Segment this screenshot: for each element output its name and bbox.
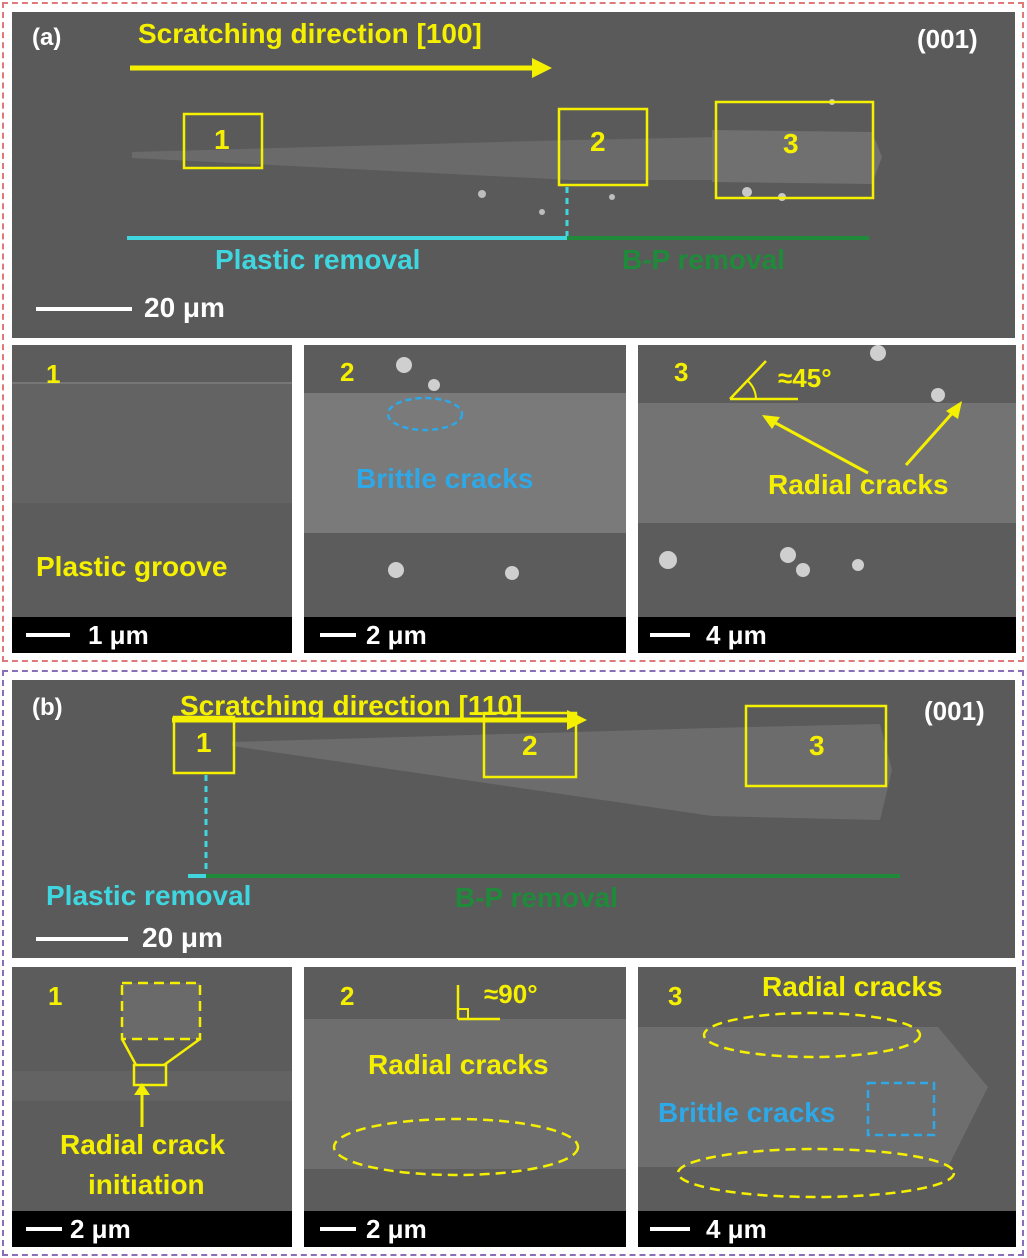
- panel-b-frame: [2, 670, 1024, 1256]
- panel-a-sub1-graphics: [12, 382, 292, 503]
- panel-b-title: Scratching direction [110]: [180, 690, 523, 721]
- panel-a-sub3-scale: 4 μm: [706, 620, 767, 650]
- panel-b-box-3-label: 3: [809, 730, 825, 761]
- panel-b-scale-label: 20 μm: [142, 922, 223, 953]
- panel-a-sub3-number: 3: [674, 357, 689, 387]
- panel-b-sub1-scalebar: 2 μm: [12, 1211, 292, 1247]
- panel-b-sub1-image: 1 Radial crack initiation 2 μm: [12, 967, 292, 1247]
- panel-a-sub1-caption: Plastic groove: [36, 551, 228, 582]
- panel-b-label: (b): [32, 694, 63, 721]
- panel-a-orientation: (001): [917, 24, 978, 54]
- panel-a-sub2-image: 2 Brittle cracks 2 μm: [304, 345, 626, 653]
- panel-a-sub1-scalebar: 1 μm: [12, 617, 292, 653]
- panel-b-sub3-graphics: [638, 1011, 988, 1199]
- panel-b-sub1-graphics: [12, 981, 292, 1127]
- panel-b-sub3-caption-top: Radial cracks: [762, 971, 943, 1002]
- panel-b-bp-removal: B-P removal: [455, 882, 618, 913]
- panel-b-sub2-number: 2: [340, 981, 355, 1011]
- panel-a-box-2-label: 2: [590, 126, 606, 157]
- panel-a-sub2-scale: 2 μm: [366, 620, 427, 650]
- panel-a-sub3-caption: Radial cracks: [768, 469, 949, 500]
- panel-a-label: (a): [32, 24, 62, 51]
- panel-b-overview-graphics: [36, 704, 900, 941]
- panel-a-sub1-image: 1 Plastic groove 1 μm: [12, 345, 292, 653]
- panel-b-box-2-label: 2: [522, 730, 538, 761]
- panel-b-sub3-scalebar: 4 μm: [638, 1211, 1016, 1247]
- panel-a-sub2-graphics: [304, 357, 626, 580]
- panel-a-sub3-scalebar: 4 μm: [638, 617, 1016, 653]
- panel-a-sub1-number: 1: [46, 359, 61, 389]
- panel-a-sub1-scale: 1 μm: [88, 620, 149, 650]
- panel-b-sub3-image: 3 Radial cracks Brittle cracks 4 μm: [638, 967, 1016, 1247]
- panel-b-sub2-angle: ≈90°: [484, 979, 538, 1009]
- panel-b-sub2-image: 2 ≈90° Radial cracks 2 μm: [304, 967, 626, 1247]
- panel-b-orientation: (001): [924, 696, 985, 726]
- panel-b-sub2-caption: Radial cracks: [368, 1049, 549, 1080]
- panel-a-scale-label: 20 μm: [144, 292, 225, 323]
- panel-b-sub3-scale: 4 μm: [706, 1214, 767, 1244]
- panel-a-sub3-angle: ≈45°: [778, 363, 832, 393]
- panel-b-sub1-caption-line2: initiation: [88, 1169, 205, 1200]
- panel-b-plastic-removal: Plastic removal: [46, 880, 252, 911]
- panel-a-sub2-scalebar: 2 μm: [304, 617, 626, 653]
- panel-b-sub3-number: 3: [668, 981, 683, 1011]
- panel-a-sub2-number: 2: [340, 357, 355, 387]
- panel-a-box-1-label: 1: [214, 124, 230, 155]
- panel-b-sub2-scalebar: 2 μm: [304, 1211, 626, 1247]
- panel-b-sub1-number: 1: [48, 981, 63, 1011]
- panel-a-overview-image: (a) Scratching direction [100] (001) 1 2…: [12, 12, 1015, 338]
- panel-a-frame: [2, 2, 1024, 662]
- panel-a-bp-removal: B-P removal: [622, 244, 785, 275]
- panel-b-sub2-scale: 2 μm: [366, 1214, 427, 1244]
- panel-a-sub2-caption: Brittle cracks: [356, 463, 534, 494]
- panel-a-box-3-label: 3: [783, 128, 799, 159]
- panel-b-box-1-label: 1: [196, 727, 212, 758]
- panel-b-overview-image: (b) Scratching direction [110] (001) 1 2…: [12, 680, 1015, 958]
- panel-b-sub3-caption-mid: Brittle cracks: [658, 1097, 836, 1128]
- panel-a-sub3-graphics: [638, 345, 1016, 577]
- panel-a-title: Scratching direction [100]: [138, 18, 482, 49]
- panel-b-sub1-caption-line1: Radial crack: [60, 1129, 225, 1160]
- panel-a-sub3-image: 3 ≈45° Radial cracks 4 μm: [638, 345, 1016, 653]
- panel-b-sub2-graphics: [304, 985, 626, 1177]
- panel-a-plastic-removal: Plastic removal: [215, 244, 421, 275]
- panel-b-sub1-scale: 2 μm: [70, 1214, 131, 1244]
- panel-a-overview-graphics: [36, 58, 882, 311]
